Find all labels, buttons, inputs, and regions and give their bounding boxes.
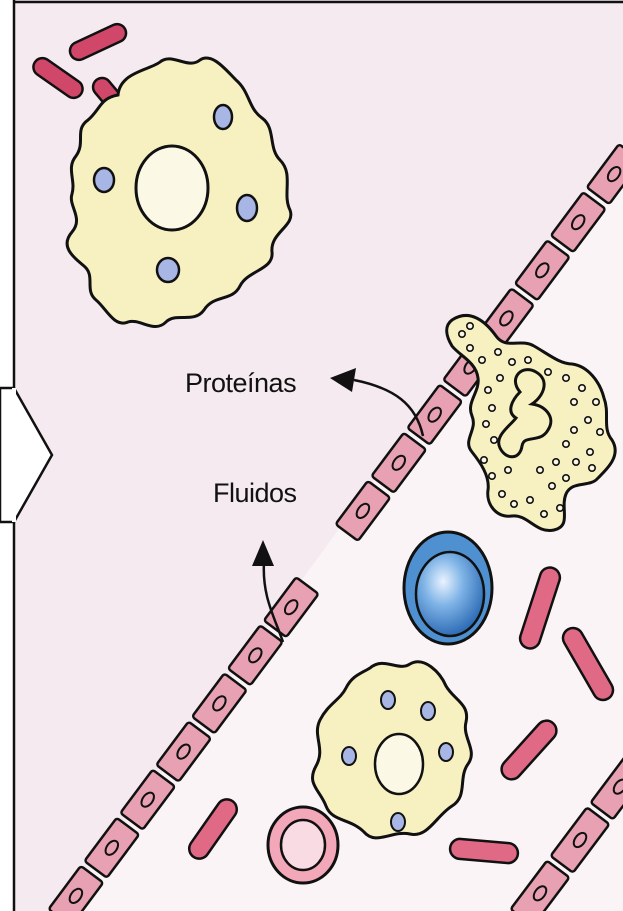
lymphocyte-icon — [404, 532, 492, 644]
proteins-label: Proteínas — [185, 368, 296, 399]
fluids-label: Fluidos — [213, 478, 297, 509]
red-blood-cell-icon — [268, 807, 338, 883]
